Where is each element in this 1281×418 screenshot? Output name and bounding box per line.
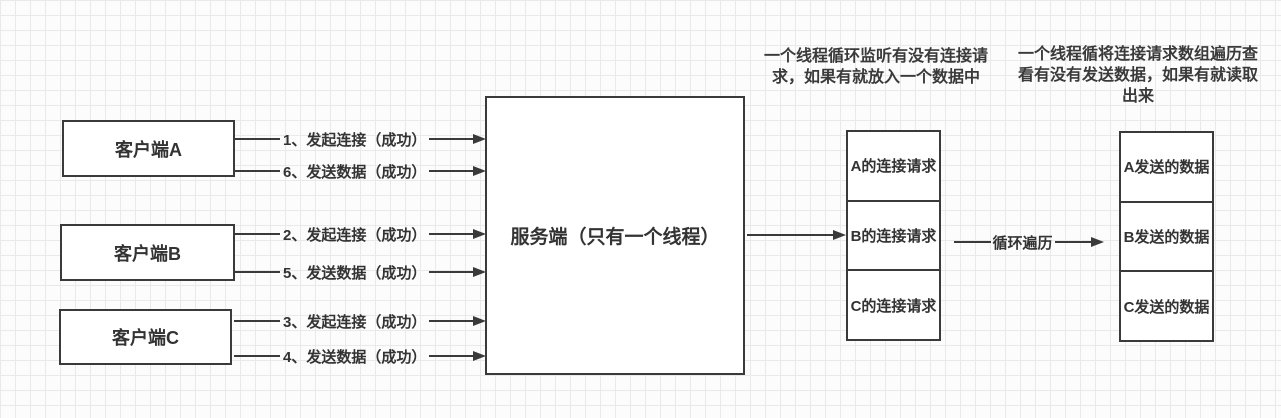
client-c-label: 客户端C bbox=[112, 328, 179, 348]
client-b-box: 客户端B bbox=[60, 224, 235, 281]
connector-line bbox=[429, 138, 473, 140]
connection-1-label: 1、发起连接（成功） bbox=[283, 131, 427, 149]
arrowhead-icon bbox=[833, 230, 846, 240]
connection-arrow-4: 4、发送数据（成功） bbox=[234, 345, 486, 367]
reader-annotation: 一个线程循将连接请求数组遍历查看有没有发送数据，如果有就读取出来 bbox=[1017, 46, 1258, 105]
connector-line bbox=[1054, 241, 1092, 243]
client-a-box: 客户端A bbox=[62, 120, 235, 177]
connection-arrow-3: 3、发起连接（成功） bbox=[234, 310, 486, 332]
server-to-queue-arrow bbox=[747, 224, 846, 246]
connection-6-label: 6、发送数据（成功） bbox=[283, 163, 427, 181]
connection-arrow-5: 5、发送数据（成功） bbox=[234, 261, 486, 283]
connection-arrow-2: 2、发起连接（成功） bbox=[234, 223, 486, 245]
connector-line bbox=[747, 234, 833, 236]
connection-queue-cell-a: A的连接请求 bbox=[848, 132, 939, 202]
arrowhead-icon bbox=[473, 316, 486, 326]
listener-annotation: 一个线程循环监听有没有连接请求，如果有就放入一个数据中 bbox=[763, 48, 988, 86]
loop-arrow-label: 循环遍历 bbox=[992, 234, 1053, 252]
connection-queue-cell-b: B的连接请求 bbox=[848, 202, 939, 272]
arrowhead-icon bbox=[473, 134, 486, 144]
connector-line bbox=[234, 355, 280, 357]
arrowhead-icon bbox=[473, 267, 486, 277]
connector-line bbox=[234, 170, 280, 172]
data-queue-cell-c: C发送的数据 bbox=[1123, 298, 1210, 316]
connection-5-label: 5、发送数据（成功） bbox=[283, 264, 427, 282]
server-box: 服务端（只有一个线程） bbox=[485, 96, 745, 375]
server-label: 服务端（只有一个线程） bbox=[510, 227, 720, 248]
arrowhead-icon bbox=[1091, 237, 1105, 247]
data-queue: A发送的数据 B发送的数据 C发送的数据 bbox=[1119, 131, 1214, 342]
connection-2-label: 2、发起连接（成功） bbox=[283, 226, 427, 244]
connector-line bbox=[954, 241, 991, 243]
connector-line bbox=[234, 271, 280, 273]
connector-line bbox=[234, 320, 280, 322]
connection-queue-cell-c: C的连接请求 bbox=[850, 297, 937, 315]
connection-arrow-6: 6、发送数据（成功） bbox=[234, 160, 486, 182]
connection-queue: A的连接请求 B的连接请求 C的连接请求 bbox=[846, 130, 941, 341]
connection-arrow-1: 1、发起连接（成功） bbox=[234, 128, 486, 150]
connection-4-label: 4、发送数据（成功） bbox=[283, 348, 427, 366]
arrowhead-icon bbox=[473, 351, 486, 361]
connector-line bbox=[234, 138, 280, 140]
client-c-box: 客户端C bbox=[59, 309, 232, 365]
connector-line bbox=[234, 233, 280, 235]
data-queue-cell-b: B发送的数据 bbox=[1121, 203, 1212, 273]
client-b-label: 客户端B bbox=[114, 243, 181, 264]
connector-line bbox=[429, 170, 473, 172]
connector-line bbox=[429, 320, 473, 322]
connector-line bbox=[429, 271, 473, 273]
connector-line bbox=[429, 355, 473, 357]
data-queue-cell-a: A发送的数据 bbox=[1121, 133, 1212, 203]
arrowhead-icon bbox=[473, 229, 486, 239]
loop-traverse-arrow: 循环遍历 bbox=[954, 231, 1105, 253]
client-a-label: 客户端A bbox=[115, 139, 182, 160]
arrowhead-icon bbox=[473, 166, 486, 176]
connection-3-label: 3、发起连接（成功） bbox=[283, 313, 427, 331]
connector-line bbox=[429, 233, 473, 235]
